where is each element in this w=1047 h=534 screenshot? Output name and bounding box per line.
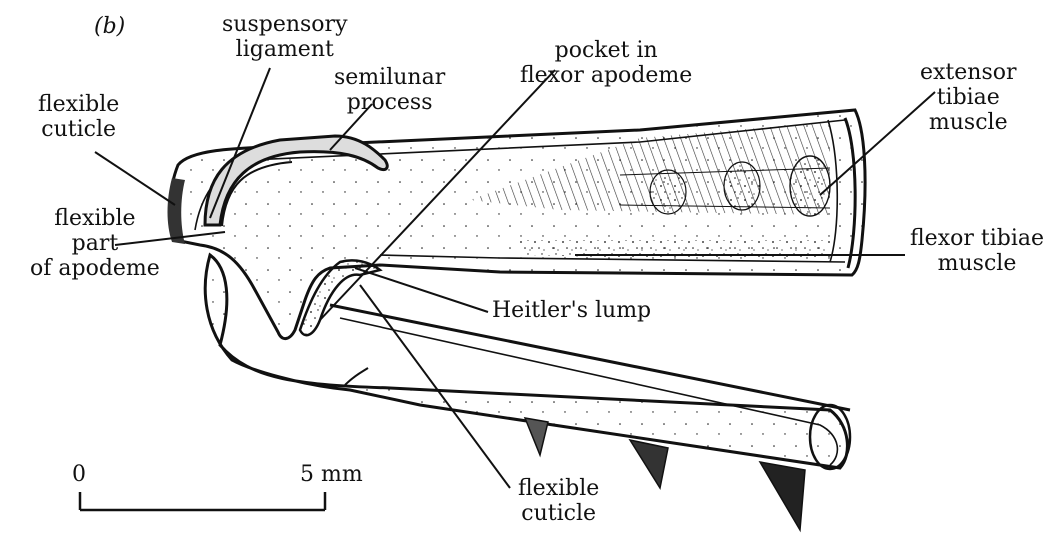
scale-bar — [80, 492, 325, 510]
label-line: process — [334, 90, 445, 115]
label-line: muscle — [910, 251, 1044, 276]
scale-bar-start-label: 0 — [72, 462, 86, 487]
label-flexor-tibiae-muscle: flexor tibiae muscle — [910, 226, 1044, 276]
label-line: suspensory — [222, 12, 348, 37]
label-line: tibiae — [920, 85, 1017, 110]
label-flexible-cuticle-top: flexible cuticle — [38, 92, 119, 142]
label-line: cuticle — [518, 501, 599, 526]
label-line: semilunar — [334, 65, 445, 90]
label-line: cuticle — [38, 117, 119, 142]
label-line: flexible — [38, 92, 119, 117]
label-line: Heitler's lump — [492, 298, 651, 323]
label-flexible-part-of-apodeme: flexible part of apodeme — [30, 206, 160, 281]
label-line: ligament — [222, 37, 348, 62]
label-line: flexor apodeme — [520, 63, 692, 88]
label-line: muscle — [920, 110, 1017, 135]
label-extensor-tibiae-muscle: extensor tibiae muscle — [920, 60, 1017, 135]
scale-bar-end-label: 5 mm — [300, 462, 363, 487]
label-line: flexor tibiae — [910, 226, 1044, 251]
label-suspensory-ligament: suspensory ligament — [222, 12, 348, 62]
label-line: pocket in — [520, 38, 692, 63]
label-line: flexible — [518, 476, 599, 501]
label-line: extensor — [920, 60, 1017, 85]
label-heitlers-lump: Heitler's lump — [492, 298, 651, 323]
panel-label: (b) — [94, 14, 125, 39]
label-semilunar-process: semilunar process — [334, 65, 445, 115]
label-flexible-cuticle-bottom: flexible cuticle — [518, 476, 599, 526]
label-pocket-in-flexor-apodeme: pocket in flexor apodeme — [520, 38, 692, 88]
label-line: of apodeme — [30, 256, 160, 281]
label-line: flexible — [30, 206, 160, 231]
label-line: part — [30, 231, 160, 256]
